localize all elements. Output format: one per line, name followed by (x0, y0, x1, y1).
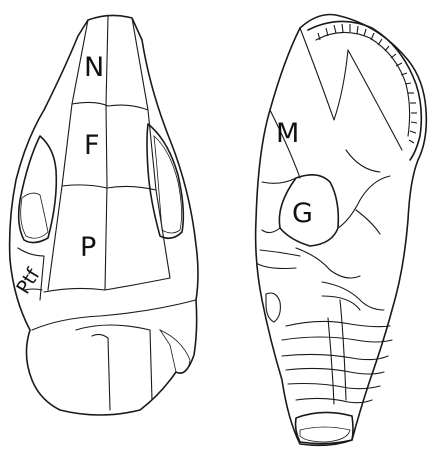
tooth-row (308, 21, 421, 160)
median-suture (105, 16, 108, 290)
label-nasal: N (84, 52, 104, 83)
label-gular: G (292, 198, 313, 229)
dorsal-view: N F P Ptf (10, 15, 198, 415)
ventral-view: M G (256, 15, 427, 446)
label-parietal: P (80, 232, 96, 263)
label-mandible: M (276, 118, 299, 149)
tooth-ticks (318, 24, 417, 143)
label-frontal: F (84, 130, 100, 161)
